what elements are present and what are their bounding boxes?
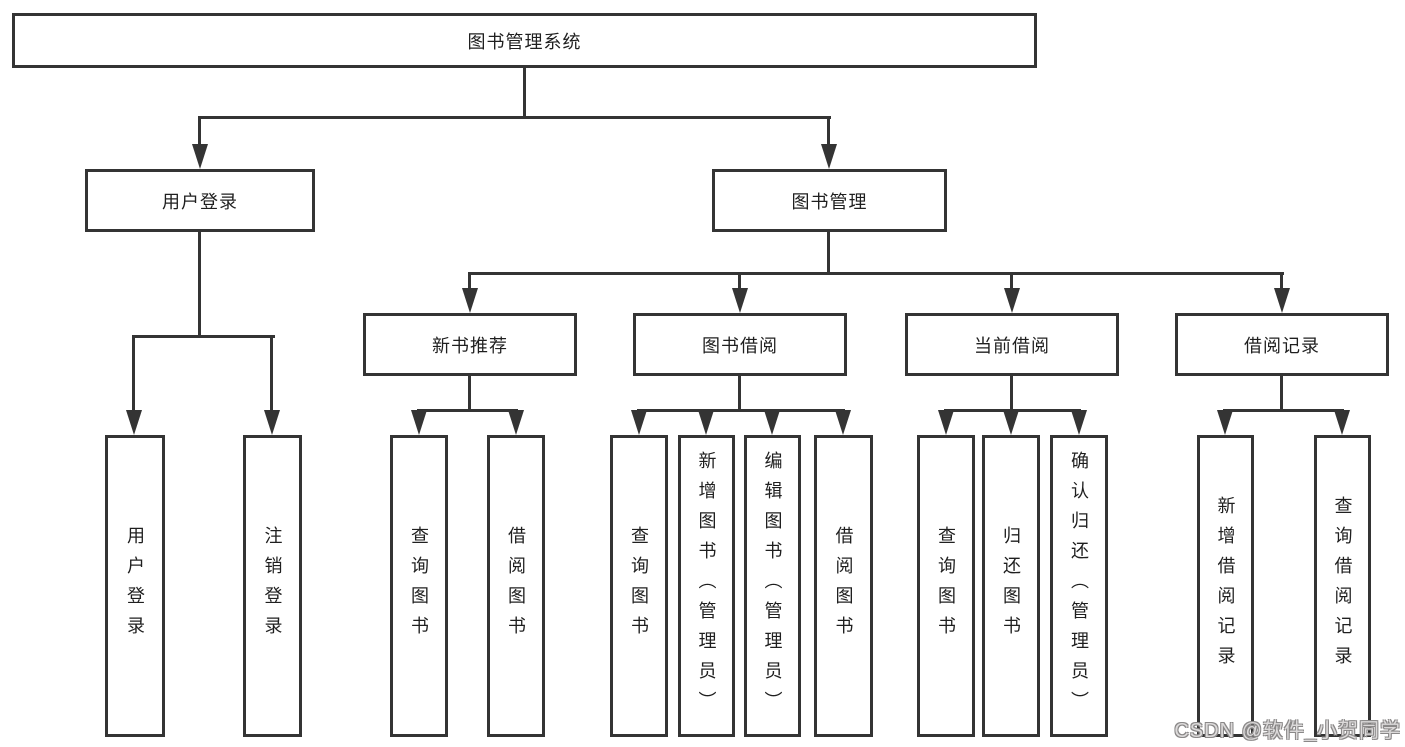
- leaf-label: 新增图书（管理员）: [696, 451, 717, 721]
- connector-root-branch: [198, 116, 831, 119]
- leaf-label: 用户登录: [125, 526, 145, 646]
- node-current-borrow: 当前借阅: [905, 313, 1119, 376]
- arrowhead-down-icon: [508, 410, 524, 435]
- connector-book-borrow-stem: [738, 374, 741, 411]
- node-user-login: 用户登录: [85, 169, 315, 232]
- leaf-query-books: 查询图书: [917, 435, 975, 737]
- node-book-mgmt: 图书管理: [712, 169, 947, 232]
- leaf-edit-books-admin: 编辑图书（管理员）: [744, 435, 801, 737]
- connector-to-current-borrow: [1010, 272, 1013, 292]
- connector-current-borrow-stem: [1010, 374, 1013, 411]
- connector-book-mgmt-stem: [827, 232, 830, 273]
- arrowhead-down-icon: [835, 410, 851, 435]
- leaf-query-books: 查询图书: [610, 435, 668, 737]
- arrowhead-down-icon: [1004, 288, 1020, 313]
- arrowhead-down-icon: [1071, 410, 1087, 435]
- csdn-watermark: CSDN @软件_小贺同学: [1174, 720, 1401, 742]
- connector-to-user-login: [198, 117, 201, 147]
- node-new-books: 新书推荐: [363, 313, 577, 376]
- leaf-label: 编辑图书（管理员）: [762, 451, 783, 721]
- node-root-book-management-system: 图书管理系统: [12, 13, 1037, 68]
- leaf-user-login: 用户登录: [105, 435, 165, 737]
- node-borrow-records-label: 借阅记录: [1244, 335, 1320, 356]
- leaf-logout: 注销登录: [243, 435, 302, 737]
- arrowhead-down-icon: [764, 410, 780, 435]
- node-user-login-label: 用户登录: [162, 191, 238, 212]
- arrowhead-down-icon: [264, 410, 280, 435]
- leaf-query-books: 查询图书: [390, 435, 448, 737]
- leaf-confirm-return-admin: 确认归还（管理员）: [1050, 435, 1108, 737]
- connector-borrow-records-stem: [1280, 374, 1283, 411]
- node-new-books-label: 新书推荐: [432, 335, 508, 356]
- arrowhead-down-icon: [1274, 288, 1290, 313]
- connector-to-new-books: [468, 272, 471, 292]
- leaf-label: 借阅图书: [833, 526, 854, 646]
- leaf-label: 新增借阅记录: [1215, 496, 1236, 676]
- node-book-borrow-label: 图书借阅: [702, 335, 778, 356]
- leaf-add-books-admin: 新增图书（管理员）: [678, 435, 735, 737]
- node-book-mgmt-label: 图书管理: [791, 191, 868, 212]
- arrowhead-down-icon: [732, 288, 748, 313]
- connector-new-books-stem: [468, 374, 471, 411]
- arrowhead-down-icon: [821, 144, 837, 169]
- connector-user-login-stem: [198, 232, 201, 336]
- arrowhead-down-icon: [1003, 410, 1019, 435]
- connector-user-login-branch: [132, 335, 275, 338]
- arrowhead-down-icon: [462, 288, 478, 313]
- leaf-label: 归还图书: [1001, 526, 1021, 646]
- leaf-label: 注销登录: [262, 526, 283, 646]
- arrowhead-down-icon: [126, 410, 142, 435]
- node-root-label: 图书管理系统: [467, 31, 582, 52]
- connector-book-borrow-branch: [637, 409, 845, 412]
- leaf-label: 查询借阅记录: [1332, 496, 1353, 676]
- connector-to-borrow-records: [1280, 272, 1283, 292]
- connector-new-books-branch: [417, 409, 518, 412]
- connector-to-leaf: [132, 335, 135, 414]
- arrowhead-down-icon: [698, 410, 714, 435]
- leaf-label: 确认归还（管理员）: [1069, 451, 1089, 721]
- leaf-borrow-books: 借阅图书: [814, 435, 873, 737]
- leaf-return-books: 归还图书: [982, 435, 1040, 737]
- arrowhead-down-icon: [631, 410, 647, 435]
- connector-root-stem: [523, 68, 526, 117]
- node-current-borrow-label: 当前借阅: [974, 335, 1050, 356]
- leaf-query-borrow-record: 查询借阅记录: [1314, 435, 1371, 737]
- leaf-borrow-books: 借阅图书: [487, 435, 545, 737]
- node-book-borrow: 图书借阅: [633, 313, 847, 376]
- connector-borrow-records-branch: [1223, 409, 1344, 412]
- arrowhead-down-icon: [1334, 410, 1350, 435]
- leaf-label: 借阅图书: [506, 526, 526, 646]
- connector-to-book-borrow: [738, 272, 741, 292]
- arrowhead-down-icon: [192, 144, 208, 169]
- leaf-label: 查询图书: [409, 526, 429, 646]
- node-borrow-records: 借阅记录: [1175, 313, 1389, 376]
- leaf-add-borrow-record: 新增借阅记录: [1197, 435, 1254, 737]
- leaf-label: 查询图书: [629, 526, 649, 646]
- connector-to-book-mgmt: [827, 117, 830, 147]
- arrowhead-down-icon: [938, 410, 954, 435]
- connector-to-leaf: [270, 335, 273, 414]
- leaf-label: 查询图书: [936, 526, 956, 646]
- arrowhead-down-icon: [1217, 410, 1233, 435]
- arrowhead-down-icon: [411, 410, 427, 435]
- connector-book-mgmt-branch: [468, 272, 1284, 275]
